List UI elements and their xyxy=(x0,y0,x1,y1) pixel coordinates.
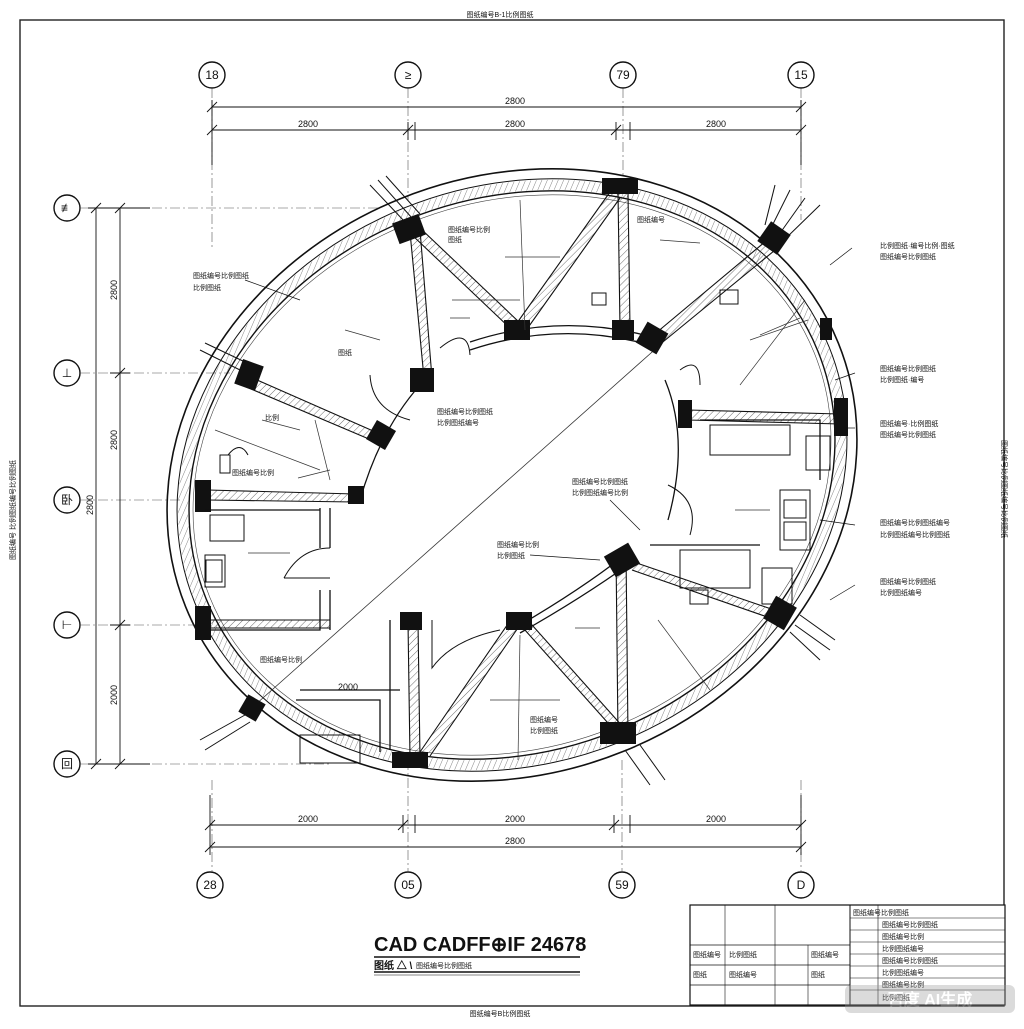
grid-bubble-top-3: 79 xyxy=(616,68,630,82)
note-c4: 比例图纸编号比例 xyxy=(572,488,628,497)
note-c3: 图纸编号比例图纸 xyxy=(572,477,628,486)
left-dimensions xyxy=(88,202,150,770)
tb-r6c0: 图纸 xyxy=(693,970,707,979)
note-b2: 比例图纸 xyxy=(530,726,558,735)
note-r4b: 比例图纸编号比例图纸 xyxy=(880,530,950,539)
title-main: CAD CADFF⊕IF 24678 xyxy=(374,934,586,956)
grid-bubble-left-5: 回 xyxy=(61,757,73,771)
tb-r2c3: 图纸编号比例 xyxy=(882,932,924,941)
note-tr1: 图纸编号 xyxy=(637,215,665,224)
outer-ring-wall xyxy=(166,168,858,782)
grid-bubble-bottom-4: D xyxy=(797,878,806,892)
dim-bottom-seg-1: 2000 xyxy=(298,814,318,824)
grid-bubble-left-1: ≢ xyxy=(61,201,73,215)
detail-lines xyxy=(214,199,809,761)
note-tl1: 图纸编号比例图纸 xyxy=(193,271,249,280)
tb-r1c3: 图纸编号比例图纸 xyxy=(882,920,938,929)
dim-left-seg-3: 2000 xyxy=(109,685,119,705)
note-r1a: 比例图纸·编号比例·图纸 xyxy=(880,241,955,250)
dim-left-seg-2: 2800 xyxy=(109,430,119,450)
dim-top-seg-2: 2800 xyxy=(505,119,525,129)
note-m1: 图纸编号比例 xyxy=(497,540,539,549)
tb-r7c3: 比例图纸 xyxy=(882,993,910,1002)
title-sub2: 图纸编号比例图纸 xyxy=(416,961,472,970)
note-r3a: 图纸编号·比例图纸 xyxy=(880,419,938,428)
dim-top-seg-3: 2800 xyxy=(706,119,726,129)
furniture xyxy=(204,289,831,764)
note-tl2: 比例图纸 xyxy=(193,283,221,292)
tb-r3c3: 比例图纸编号 xyxy=(882,944,924,953)
title-block: 图纸编号比例图纸 图纸编号比例图纸 图纸编号比例 比例图纸编号 图纸编号 比例图… xyxy=(689,904,1006,1006)
note-r5a: 图纸编号比例图纸 xyxy=(880,577,936,586)
title-sub: 图纸 △ \ xyxy=(374,959,413,972)
tb-r6c2: 图纸 xyxy=(811,970,825,979)
watermark-text: 百度 AI生成 xyxy=(888,990,972,1009)
note-bl1: 图纸编号比例 xyxy=(260,655,302,664)
dim-bottom-seg-2: 2000 xyxy=(505,814,525,824)
grid-bubble-left-4: ⊢ xyxy=(62,618,72,632)
note-l1: 图纸 xyxy=(338,348,352,357)
tb-r4c3: 图纸编号比例图纸 xyxy=(882,956,938,965)
dim-left-overall: 2800 xyxy=(85,495,95,515)
note-b1: 图纸编号 xyxy=(530,715,558,724)
grid-bubble-bottom-1: 28 xyxy=(203,878,217,892)
note-r4a: 图纸编号比例图纸编号 xyxy=(880,518,950,527)
dim-plan-small: 2000 xyxy=(338,682,358,692)
grid-bubble-left-2: ⊥ xyxy=(62,366,72,380)
central-axis-line xyxy=(254,344,661,706)
leader-lines xyxy=(244,247,856,601)
tb-r4c0: 图纸编号 xyxy=(693,950,721,959)
beam-hatching xyxy=(208,192,840,758)
grid-bubble-left-3: 卧 xyxy=(61,493,73,507)
note-r2b: 比例图纸·编号 xyxy=(880,375,924,384)
note-tc2: 图纸 xyxy=(448,235,462,244)
tb-r6c3: 图纸编号比例 xyxy=(882,980,924,989)
bottom-dimensions xyxy=(204,795,807,855)
sheet-top-note: 图纸编号B-1比例图纸 xyxy=(467,10,534,19)
note-b3: 图纸编号比例 xyxy=(232,468,274,477)
sheet-border xyxy=(19,19,1005,1007)
annotations: 图纸编号比例图纸 比例图纸 图纸编号比例 图纸 图纸编号 比例图纸·编号比例·图… xyxy=(193,215,955,735)
grid-bubble-bottom-3: 59 xyxy=(615,878,629,892)
watermark: 百度 AI生成 xyxy=(845,985,1015,1013)
top-dimensions xyxy=(206,100,807,165)
note-l2: 比例 xyxy=(265,413,279,422)
grid-bubbles-bottom: 28 05 59 D xyxy=(196,871,815,899)
note-r5b: 比例图纸编号 xyxy=(880,588,922,597)
dim-top-seg-1: 2800 xyxy=(298,119,318,129)
tb-r4c2: 图纸编号 xyxy=(811,950,839,959)
dim-bottom-seg-3: 2000 xyxy=(706,814,726,824)
grid-bubble-bottom-2: 05 xyxy=(401,878,415,892)
tb-r5c3: 比例图纸编号 xyxy=(882,968,924,977)
ring-ribs xyxy=(199,175,836,786)
drawing-title: CAD CADFF⊕IF 24678 图纸 △ \ 图纸编号比例图纸 xyxy=(374,934,586,976)
tb-r4c1: 比例图纸 xyxy=(729,950,757,959)
note-r3b: 图纸编号比例图纸 xyxy=(880,430,936,439)
sheet-right-note: 图纸编号比例图纸编号比例图纸 xyxy=(1000,440,1009,538)
note-c1: 图纸编号比例图纸 xyxy=(437,407,493,416)
grid-bubbles-top: 18 ≥ 79 15 xyxy=(198,61,815,89)
note-r1b: 图纸编号比例图纸 xyxy=(880,252,936,261)
inner-core-walls xyxy=(359,325,679,634)
doors xyxy=(283,337,701,670)
grid-bubble-top-4: 15 xyxy=(794,68,808,82)
grid-bubble-top-2: ≥ xyxy=(405,68,412,82)
interior-walls xyxy=(205,419,821,752)
sheet-left-note: 图纸编号 比例图纸编号比例图纸 xyxy=(8,460,17,560)
tb-r0c3: 图纸编号比例图纸 xyxy=(853,908,909,917)
dim-left-seg-1: 2800 xyxy=(109,280,119,300)
note-c2: 比例图纸编号 xyxy=(437,418,479,427)
dim-top-overall: 2800 xyxy=(505,96,525,106)
dim-bottom-overall: 2800 xyxy=(505,836,525,846)
tb-r6c1: 图纸编号 xyxy=(729,970,757,979)
note-m2: 比例图纸 xyxy=(497,551,525,560)
note-r2a: 图纸编号比例图纸 xyxy=(880,364,936,373)
note-tc1: 图纸编号比例 xyxy=(448,225,490,234)
grid-bubbles-left: ≢ ⊥ 卧 ⊢ 回 xyxy=(53,194,81,778)
grid-bubble-top-1: 18 xyxy=(205,68,219,82)
sheet-bottom-note: 图纸编号B比例图纸 xyxy=(470,1009,531,1018)
